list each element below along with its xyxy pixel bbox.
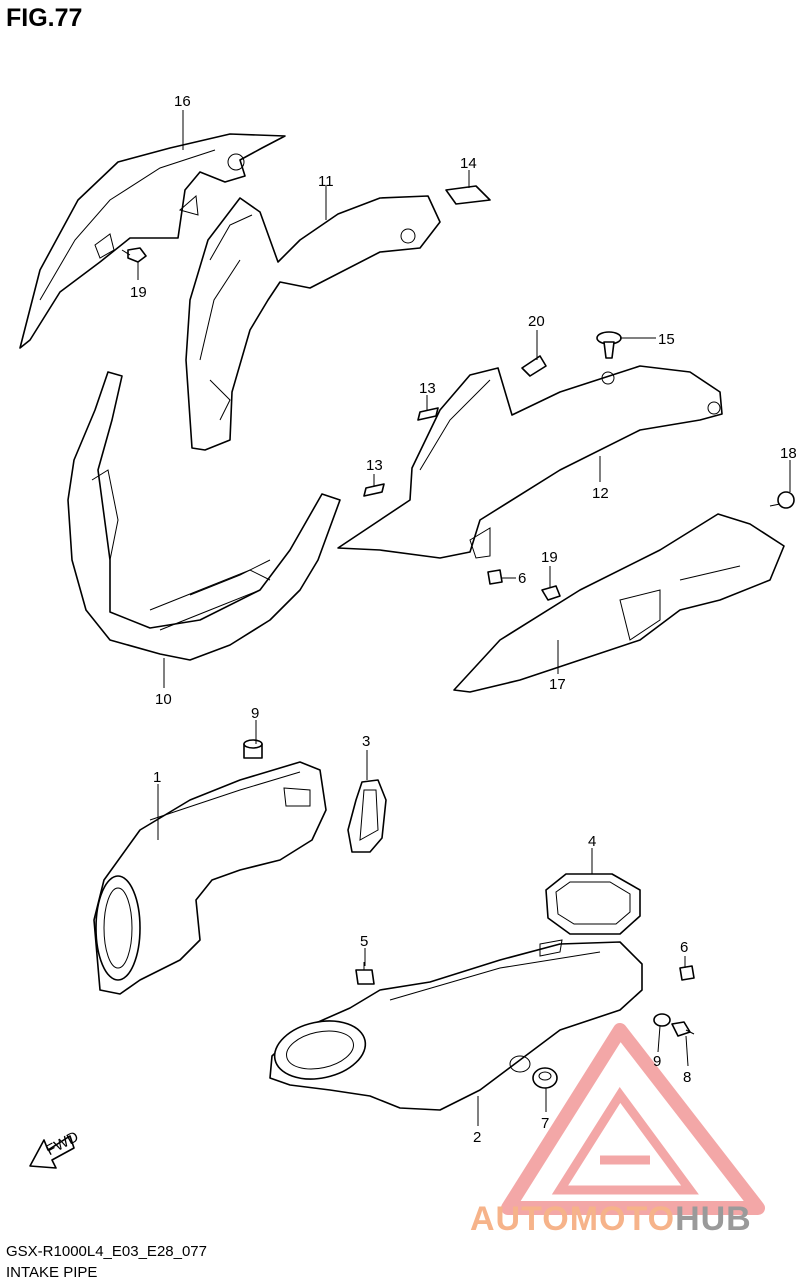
callout-13-upper: 13 [419,380,436,397]
part-1-intake-pipe [93,761,327,995]
part-9-grommet-upper [243,739,263,759]
callout-6-lower: 6 [680,939,688,956]
part-17-panel [453,513,785,693]
watermark-brand-part1: AUTOMOTO [470,1200,676,1238]
leader-lines [137,110,791,1126]
watermark-logo-icon [501,1023,765,1215]
callout-9-lower: 9 [653,1053,661,1070]
part-11-cover [185,195,441,451]
part-19-screw-upper [121,247,147,263]
part-13-sticker-upper [417,407,439,421]
part-10-frame [67,371,341,661]
watermark-brand-text: AUTOMOTOHUB [470,1200,752,1239]
callout-16: 16 [174,93,191,110]
part-4-gasket [545,873,641,935]
callout-5: 5 [360,933,368,950]
part-19-screw-lower [541,585,561,601]
callout-1: 1 [153,769,161,786]
part-9-grommet-lower [653,1013,671,1027]
part-6-nut-lower [679,965,695,981]
part-15-grommet [596,331,622,359]
part-13-sticker-lower [363,483,385,497]
part-6-nut-upper [487,569,503,585]
part-16-panel [19,133,286,349]
callout-13-lower: 13 [366,457,383,474]
part-20-screw [521,355,547,377]
callout-18: 18 [780,445,797,462]
callout-4: 4 [588,833,596,850]
callout-14: 14 [460,155,477,172]
part-2-intake-pipe [269,939,643,1111]
callout-8: 8 [683,1069,691,1086]
part-8-bolt [671,1021,695,1037]
callout-2: 2 [473,1129,481,1146]
callout-3: 3 [362,733,370,750]
section-name-caption: INTAKE PIPE [6,1264,98,1281]
callout-6-upper: 6 [518,570,526,587]
callout-9-upper: 9 [251,705,259,722]
callout-10: 10 [155,691,172,708]
callout-19-lower: 19 [541,549,558,566]
forward-arrow-icon: FWD [29,1128,82,1169]
callout-7: 7 [541,1115,549,1132]
callout-12: 12 [592,485,609,502]
watermark-brand-part2: HUB [675,1200,752,1238]
callout-11: 11 [318,173,334,190]
part-3-seal [347,779,387,853]
part-14-pad [445,185,491,205]
callout-19-upper: 19 [130,284,147,301]
figure-title: FIG.77 [6,4,83,32]
part-5-clip [355,962,375,985]
callout-labels: 16 14 11 19 20 15 13 13 12 18 19 6 17 10… [130,93,797,1146]
model-code-caption: GSX-R1000L4_E03_E28_077 [6,1243,207,1260]
callout-20: 20 [528,313,545,330]
part-7-grommet [532,1067,558,1089]
part-12-panel [337,365,723,559]
callout-15: 15 [658,331,675,348]
part-18-bolt [769,491,795,509]
callout-17: 17 [549,676,566,693]
